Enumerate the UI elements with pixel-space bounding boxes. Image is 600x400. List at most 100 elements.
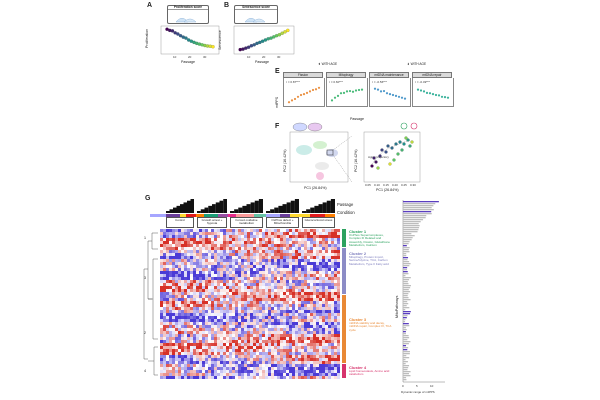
heatmap-cell (235, 241, 239, 245)
heatmap-cell (193, 370, 197, 374)
heatmap-cell (199, 271, 203, 275)
heatmap-cell (289, 307, 293, 311)
heatmap-cell (259, 370, 263, 374)
heatmap-cell (172, 292, 176, 296)
heatmap-cell (256, 346, 260, 350)
heatmap-cell (304, 238, 308, 242)
heatmap-cell (208, 346, 212, 350)
heatmap-cell (214, 298, 218, 302)
heatmap-cell (274, 247, 278, 251)
heatmap-cell (235, 229, 239, 233)
heatmap-cell (190, 325, 194, 329)
heatmap-cell (259, 253, 263, 257)
heatmap-cell (220, 259, 224, 263)
heatmap-cell (280, 241, 284, 245)
heatmap-cell (190, 253, 194, 257)
passage-step (294, 199, 299, 213)
heatmap-cell (313, 304, 317, 308)
heatmap-cell (286, 331, 290, 335)
heatmap-cell (241, 241, 245, 245)
heatmap-cell (337, 277, 340, 281)
heatmap-cell (196, 277, 200, 281)
heatmap-cell (235, 298, 239, 302)
passage-step (322, 202, 327, 213)
heatmap-cell (265, 343, 269, 347)
heatmap-cell (172, 355, 176, 359)
heatmap-cell (298, 289, 302, 293)
panel-f-inset-point (404, 136, 408, 140)
panel-f-inset-xtick-4: 0.25 (401, 183, 407, 187)
heatmap-cell (205, 343, 209, 347)
heatmap-cell (280, 319, 284, 323)
passage-step (180, 204, 184, 213)
heatmap-cell (265, 337, 269, 341)
heatmap-cell (196, 262, 200, 266)
heatmap-cell (196, 322, 200, 326)
heatmap-cell (322, 277, 326, 281)
heatmap-cell (223, 352, 227, 356)
heatmap-cell (280, 283, 284, 287)
heatmap-cell (319, 361, 323, 365)
heatmap-cell (187, 370, 191, 374)
heatmap-cell (325, 259, 329, 263)
passage-step (250, 202, 255, 213)
heatmap-cell (307, 325, 311, 329)
heatmap-cell (181, 247, 185, 251)
heatmap-cell (253, 262, 257, 266)
heatmap-cell (271, 334, 275, 338)
heatmap-cell (307, 304, 311, 308)
passage-step (330, 199, 335, 213)
heatmap-cell (262, 373, 266, 377)
heatmap-cell (271, 229, 275, 233)
dynamic-range-bar (403, 265, 410, 267)
cluster-3-bar (342, 295, 346, 363)
heatmap-cell (160, 334, 164, 338)
heatmap-cell (217, 289, 221, 293)
heatmap-cell (319, 352, 323, 356)
heatmap-cell (223, 346, 227, 350)
heatmap-cell (292, 322, 296, 326)
heatmap-cell (178, 271, 182, 275)
heatmap-cell (307, 265, 311, 269)
passage-step (278, 205, 283, 213)
heatmap-cell (286, 328, 290, 332)
heatmap-cell (250, 325, 254, 329)
heatmap-cell (199, 325, 203, 329)
heatmap-cell (190, 286, 194, 290)
dynamic-range-bar (403, 335, 409, 337)
heatmap-cell (247, 244, 251, 248)
heatmap-cell (187, 337, 191, 341)
heatmap-cell (247, 313, 251, 317)
passage-step (302, 211, 307, 213)
heatmap-cell (295, 298, 299, 302)
heatmap-cell (310, 328, 314, 332)
dynamic-range-bar (403, 273, 409, 275)
heatmap-cell (241, 289, 245, 293)
heatmap-cell (286, 301, 290, 305)
heatmap-cell (184, 283, 188, 287)
heatmap-cell (169, 289, 173, 293)
heatmap-cell (229, 337, 233, 341)
heatmap-cell (262, 313, 266, 317)
heatmap-cell (172, 268, 176, 272)
heatmap-cell (274, 229, 278, 233)
heatmap-cell (298, 295, 302, 299)
heatmap-cell (208, 370, 212, 374)
heatmap-cell (199, 262, 203, 266)
heatmap-cell (241, 370, 245, 374)
heatmap-cell (283, 346, 287, 350)
passage-step (254, 200, 259, 213)
heatmap-cell (316, 304, 320, 308)
heatmap-cell (244, 247, 248, 251)
panel-e-point (293, 97, 297, 101)
heatmap-cell (322, 367, 326, 371)
heatmap-cell (229, 328, 233, 332)
heatmap-cell (163, 289, 167, 293)
heatmap-cell (217, 301, 221, 305)
panel-e-point (305, 91, 309, 94)
dynamic-range-bar (403, 245, 407, 247)
heatmap-cell (250, 313, 254, 317)
heatmap-cell (289, 295, 293, 299)
heatmap-cell (289, 244, 293, 248)
heatmap-cell (259, 364, 263, 368)
